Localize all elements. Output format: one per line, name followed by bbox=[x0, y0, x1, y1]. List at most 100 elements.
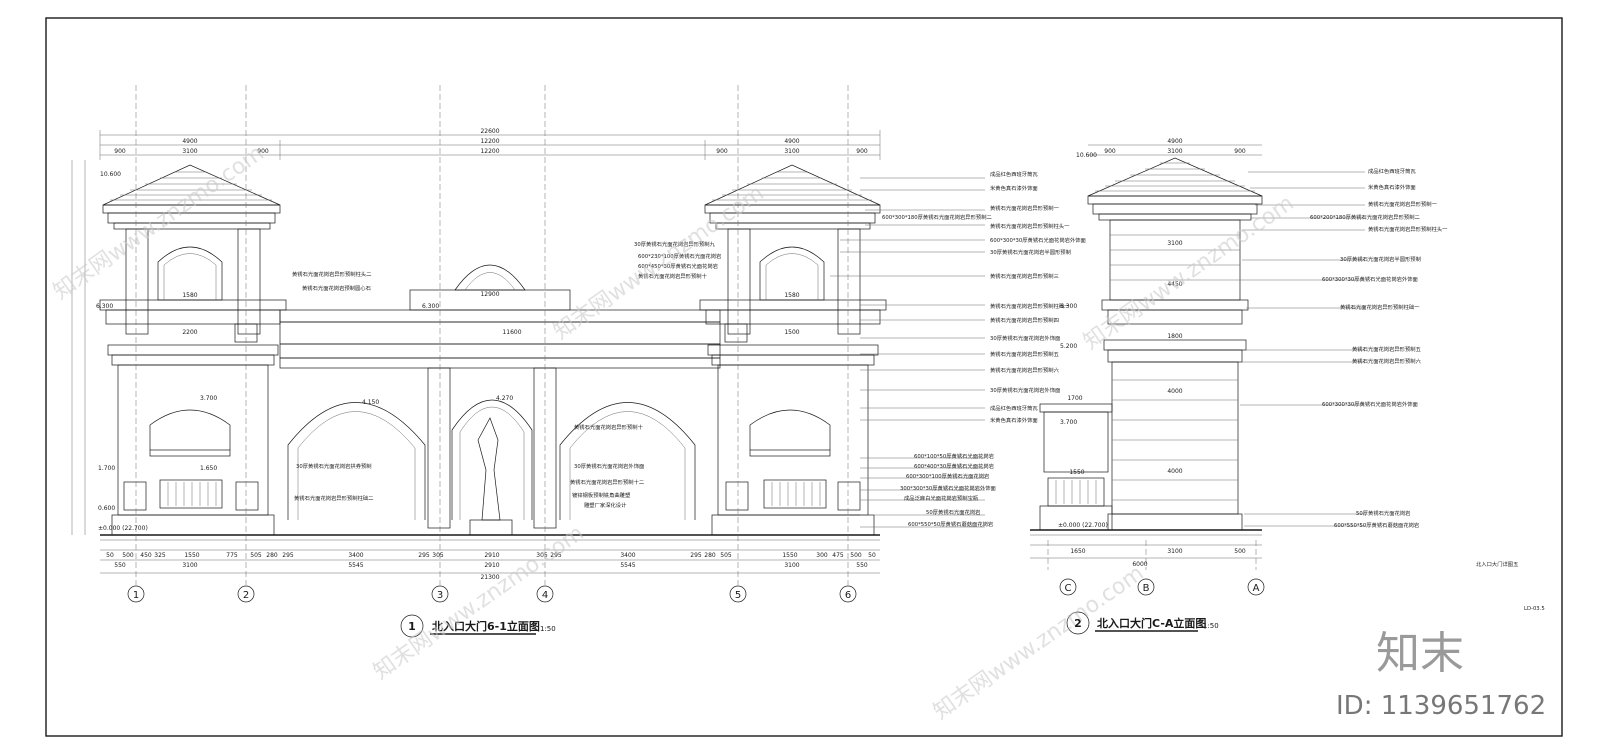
note-center-6: 黄锈石光面花岗岩异形预制十二 bbox=[570, 478, 644, 486]
side-dim-11: 1650 bbox=[1070, 548, 1085, 555]
dim-b-5: 775 bbox=[226, 552, 238, 559]
title-1-text: 北入口大门6-1立面图 bbox=[432, 619, 540, 633]
note-right-11: 黄锈石光面花岗岩异形预制五 bbox=[990, 350, 1059, 358]
dim-b2-4: 5545 bbox=[620, 562, 635, 569]
dim-top-a: 900 bbox=[114, 148, 126, 155]
watermark-text-2: 知末网www.znzmo.com bbox=[369, 521, 589, 685]
note-right-22: 600*550*50厚黄锈石蘑菇面花岗岩 bbox=[908, 520, 993, 528]
dim-b-13: 305 bbox=[536, 552, 548, 559]
note-center-3: 黄锈石光面花岗岩异形预制十 bbox=[638, 272, 708, 280]
left-tower bbox=[99, 164, 287, 536]
side-note-10: 600*300*30厚黄锈石光面花岗岩外饰面 bbox=[1322, 400, 1418, 408]
left-tower-lower-arch bbox=[149, 409, 231, 450]
axis-label-a: A bbox=[1253, 583, 1260, 594]
side-dim-9: 1800 bbox=[1167, 333, 1182, 340]
side-level-5200: 5.200 bbox=[1060, 343, 1077, 350]
side-dim-1: 900 bbox=[1104, 148, 1116, 155]
note-left-3: 黄锈石光面花岗岩异形预制柱础二 bbox=[294, 494, 373, 502]
right-tower-arch-window bbox=[759, 246, 825, 301]
right-tower-body bbox=[717, 364, 869, 516]
right-tower-baluster-panel bbox=[763, 479, 827, 509]
note-right-10: 30厚黄锈石光面花岗岩外饰面 bbox=[990, 334, 1060, 342]
level-6300: 6.300 bbox=[96, 303, 113, 310]
dim-b-14: 295 bbox=[550, 552, 562, 559]
watermark-text-5: 知末网www.znzmo.com bbox=[929, 561, 1149, 725]
side-dim-7: 4000 bbox=[1167, 468, 1182, 475]
dim-top-d: 12200 bbox=[480, 148, 499, 155]
dim-top-total: 22600 bbox=[480, 128, 499, 135]
level-4150: 4.150 bbox=[362, 399, 379, 406]
note-right-12: 黄锈石光面花岗岩异形预制六 bbox=[990, 366, 1060, 374]
note-center-5: 30厚黄锈石光面花岗岩外饰面 bbox=[574, 462, 644, 470]
dim-b-7: 280 bbox=[266, 552, 278, 559]
side-dim-0: 4900 bbox=[1167, 138, 1182, 145]
left-tower-cornice bbox=[99, 299, 287, 311]
dim-b-20: 300 bbox=[816, 552, 828, 559]
side-note-6: 600*300*30厚黄锈石光面花岗岩外饰面 bbox=[1322, 275, 1418, 283]
central-pediment bbox=[454, 264, 526, 291]
left-tower-column-b bbox=[237, 228, 261, 335]
dim-b-3: 325 bbox=[154, 552, 166, 559]
note-right-21: 50厚黄锈石光面花岗岩 bbox=[926, 508, 980, 516]
dim-b-15: 3400 bbox=[620, 552, 635, 559]
central-arch-right bbox=[559, 402, 696, 520]
note-right-20: 成品泛麻白光面花岗岩预制宝瓶 bbox=[904, 494, 979, 502]
elevation-6-1: 1 2 3 4 5 6 22600 4900 12200 4900 900 31… bbox=[71, 85, 1086, 638]
dim-b-8: 295 bbox=[282, 552, 294, 559]
note-right-13: 30厚黄锈石光面花岗岩外饰面 bbox=[990, 386, 1060, 394]
dim-top-b: 3100 bbox=[182, 148, 197, 155]
dim-b-17: 280 bbox=[704, 552, 716, 559]
side-dim-12: 6000 bbox=[1132, 561, 1147, 568]
axis-label-5: 5 bbox=[735, 590, 741, 601]
central-arch-left bbox=[287, 402, 426, 520]
elevation-c-a: C B A 4900 900 3100 900 4450 3100 4000 4… bbox=[1030, 138, 1545, 635]
dim-top-c: 900 bbox=[257, 148, 269, 155]
note-right-9: 黄锈石光面花岗岩异形预制四 bbox=[990, 316, 1059, 324]
dim-b-2: 450 bbox=[140, 552, 152, 559]
side-note-2: 黄锈石光面花岗岩异形预制一 bbox=[1368, 200, 1438, 208]
note-right-2: 黄锈石光面花岗岩异形预制一 bbox=[990, 204, 1060, 212]
right-tower bbox=[699, 164, 887, 536]
side-dim-10: 1550 bbox=[1069, 469, 1084, 476]
dim-top-e: 900 bbox=[716, 148, 728, 155]
dim-top-f: 3100 bbox=[784, 148, 799, 155]
dim-b2-2: 5545 bbox=[348, 562, 363, 569]
central-entablature bbox=[279, 309, 721, 323]
left-tower-column-a bbox=[125, 228, 149, 335]
side-wall-cap bbox=[1039, 403, 1113, 413]
dim-mid-1580-right: 1580 bbox=[784, 292, 799, 299]
watermark-logo: 知末 bbox=[1376, 628, 1464, 679]
side-level-6300: 6.300 bbox=[1060, 303, 1077, 310]
side-note-8: 黄锈石光面花岗岩异形预制五 bbox=[1352, 345, 1421, 353]
note-right-19: 300*300*30厚黄锈石光面花岗岩外饰面 bbox=[900, 484, 996, 492]
note-right-4: 黄锈石光面花岗岩异形预制柱头一 bbox=[990, 222, 1070, 230]
side-note-1: 米黄色真石漆外饰面 bbox=[1368, 183, 1416, 191]
side-dim-14: 500 bbox=[1234, 548, 1246, 555]
side-note-11: 50厚黄锈石光面花岗岩 bbox=[1356, 509, 1410, 517]
side-tower-body bbox=[1111, 361, 1239, 515]
dim-b-6: 505 bbox=[250, 552, 262, 559]
level-1650: 1.650 bbox=[200, 465, 217, 472]
axis-label-6: 6 bbox=[845, 590, 851, 601]
dim-b-22: 500 bbox=[850, 552, 862, 559]
title-2-number: 2 bbox=[1074, 617, 1082, 630]
dim-top-g: 900 bbox=[856, 148, 868, 155]
axis-label-3: 3 bbox=[437, 590, 443, 601]
sheet-border bbox=[45, 17, 1563, 737]
level-6300-center: 6.300 bbox=[422, 303, 439, 310]
dim-total-21300: 21300 bbox=[480, 574, 499, 581]
dim-b-23: 50 bbox=[868, 552, 876, 559]
note-center-1: 600*230*100厚黄锈石光面花岗岩 bbox=[638, 252, 721, 260]
level-0600: 0.600 bbox=[98, 505, 115, 512]
note-left-1: 黄锈石光面花岗岩预制圆心石 bbox=[302, 284, 371, 292]
axis-label-4: 4 bbox=[542, 590, 548, 601]
side-dim-6: 4000 bbox=[1167, 388, 1182, 395]
dim-mid-2200: 2200 bbox=[182, 329, 197, 336]
dim-mid-12900: 12900 bbox=[480, 291, 499, 298]
note-right-7: 黄锈石光面花岗岩异形预制三 bbox=[990, 272, 1059, 280]
dim-mid-1500: 1500 bbox=[784, 329, 799, 336]
side-note-0: 成品红色西班牙筒瓦 bbox=[1368, 167, 1416, 175]
horse-sculpture bbox=[477, 417, 501, 521]
